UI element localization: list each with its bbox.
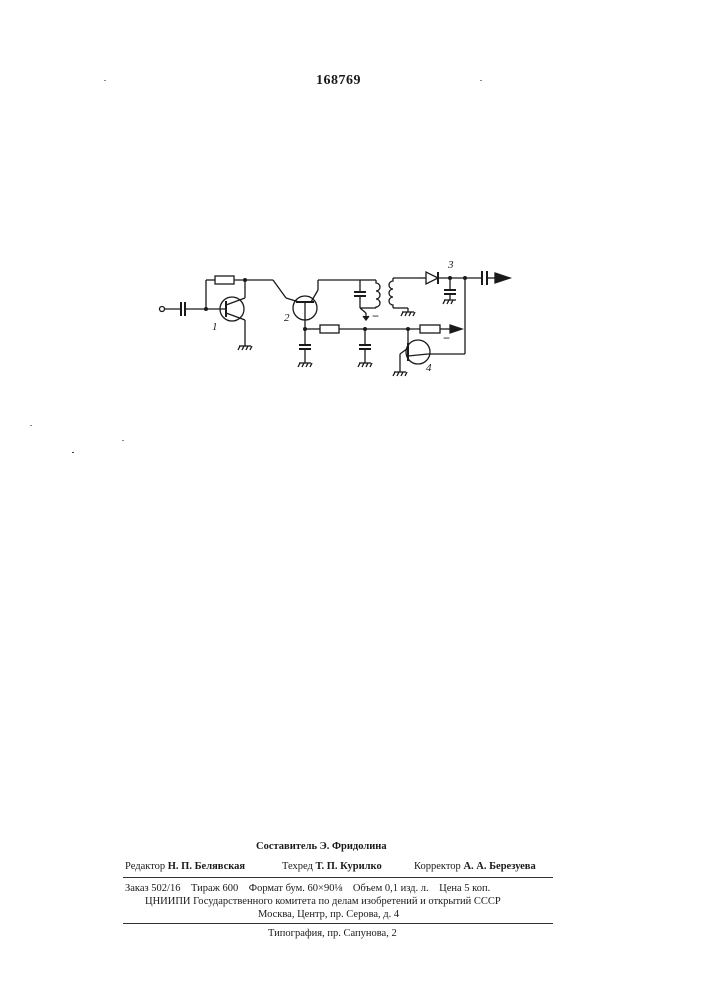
diode-3 [426,272,438,284]
printer-line: Типография, пр. Сапунова, 2 [268,927,397,940]
label-diode-3: 3 [447,259,454,271]
minus-sign-supply: − [372,309,379,323]
transistor-4-body [406,340,430,364]
filter-resistor [320,325,339,333]
secondary-coil [389,278,393,308]
corrector-role: Корректор [414,861,461,872]
label-transistor-2: 2 [284,312,290,324]
primary-coil [376,280,380,308]
patent-number: 168769 [316,73,361,89]
output-arrow [495,273,510,283]
compiler-line: Составитель Э. Фридолина [256,840,387,853]
label-transistor-4: 4 [426,362,432,374]
editor-credit: Редактор Н. П. Белявская [125,860,245,873]
feedback-resistor [215,276,234,284]
circuit-diagram: 1 2 3 4 − − [150,250,530,390]
corrector-credit: Корректор А. А. Березуева [414,860,536,873]
bias-resistor [420,325,440,333]
editor-role: Редактор [125,861,165,872]
organization-line: ЦНИИПИ Государственного комитета по дела… [145,895,501,908]
techred-credit: Техред Т. П. Курилко [282,860,382,873]
scan-speck [104,80,106,81]
scan-speck [122,440,124,441]
divider-bottom [123,923,553,924]
divider-top [123,877,553,878]
scan-speck [72,452,74,453]
input-terminal [160,307,165,312]
minus-sign-bias: − [443,331,450,345]
address-line: Москва, Центр, пр. Серова, д. 4 [258,908,399,921]
techred-name: Т. П. Курилко [316,861,382,872]
techred-role: Техред [282,861,313,872]
circuit-svg: 1 2 3 4 − − [150,250,530,390]
scan-speck [480,80,482,81]
editor-name: Н. П. Белявская [168,861,245,872]
order-line: Заказ 502/16 Тираж 600 Формат бум. 60×90… [125,882,490,895]
corrector-name: А. А. Березуева [463,861,535,872]
scan-speck [30,425,32,426]
label-transistor-1: 1 [212,321,218,333]
